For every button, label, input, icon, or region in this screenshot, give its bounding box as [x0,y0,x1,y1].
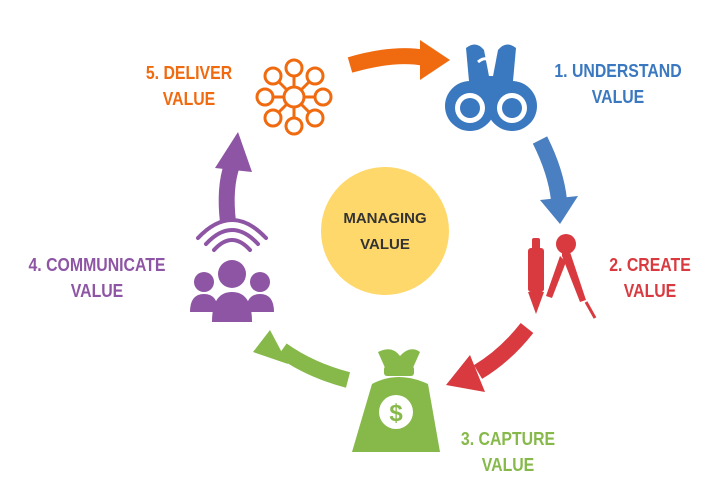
step-1-subtitle: VALUE [591,87,645,107]
dollar-sign: $ [389,400,403,427]
center-label-line1: MANAGING [343,210,427,227]
step-2-subtitle: VALUE [623,281,677,301]
drawing-compass-pencil-icon [528,234,597,319]
arrow-communicate-to-deliver [215,132,252,223]
arrow-capture-to-communicate [253,330,351,388]
arrow-deliver-to-understand [347,40,450,80]
step-4-label: 4. COMMUNICATE VALUE [15,252,179,304]
step-1-title: 1. UNDERSTAND [554,61,682,81]
binoculars-icon [445,44,537,131]
step-2-label: 2. CREATE VALUE [597,252,703,304]
arrow-create-to-capture [446,323,534,392]
step-1-label: 1. UNDERSTAND VALUE [539,58,697,110]
step-3-subtitle: VALUE [481,455,535,475]
arrow-understand-to-create [532,136,578,224]
money-bag-icon: $ [352,349,440,452]
center-circle [321,167,449,295]
step-5-subtitle: VALUE [162,89,216,109]
step-3-label: 3. CAPTURE VALUE [446,426,569,478]
step-4-subtitle: VALUE [70,281,124,301]
center-label: MANAGING VALUE [310,206,460,258]
step-3-title: 3. CAPTURE [460,429,556,449]
center-label-line2: VALUE [360,236,410,253]
step-4-title: 4. COMMUNICATE [28,255,166,275]
step-2-title: 2. CREATE [609,255,691,275]
network-hub-icon [255,58,333,136]
group-broadcast-icon [190,218,274,322]
step-5-label: 5. DELIVER VALUE [132,60,246,112]
step-5-title: 5. DELIVER [145,63,233,83]
